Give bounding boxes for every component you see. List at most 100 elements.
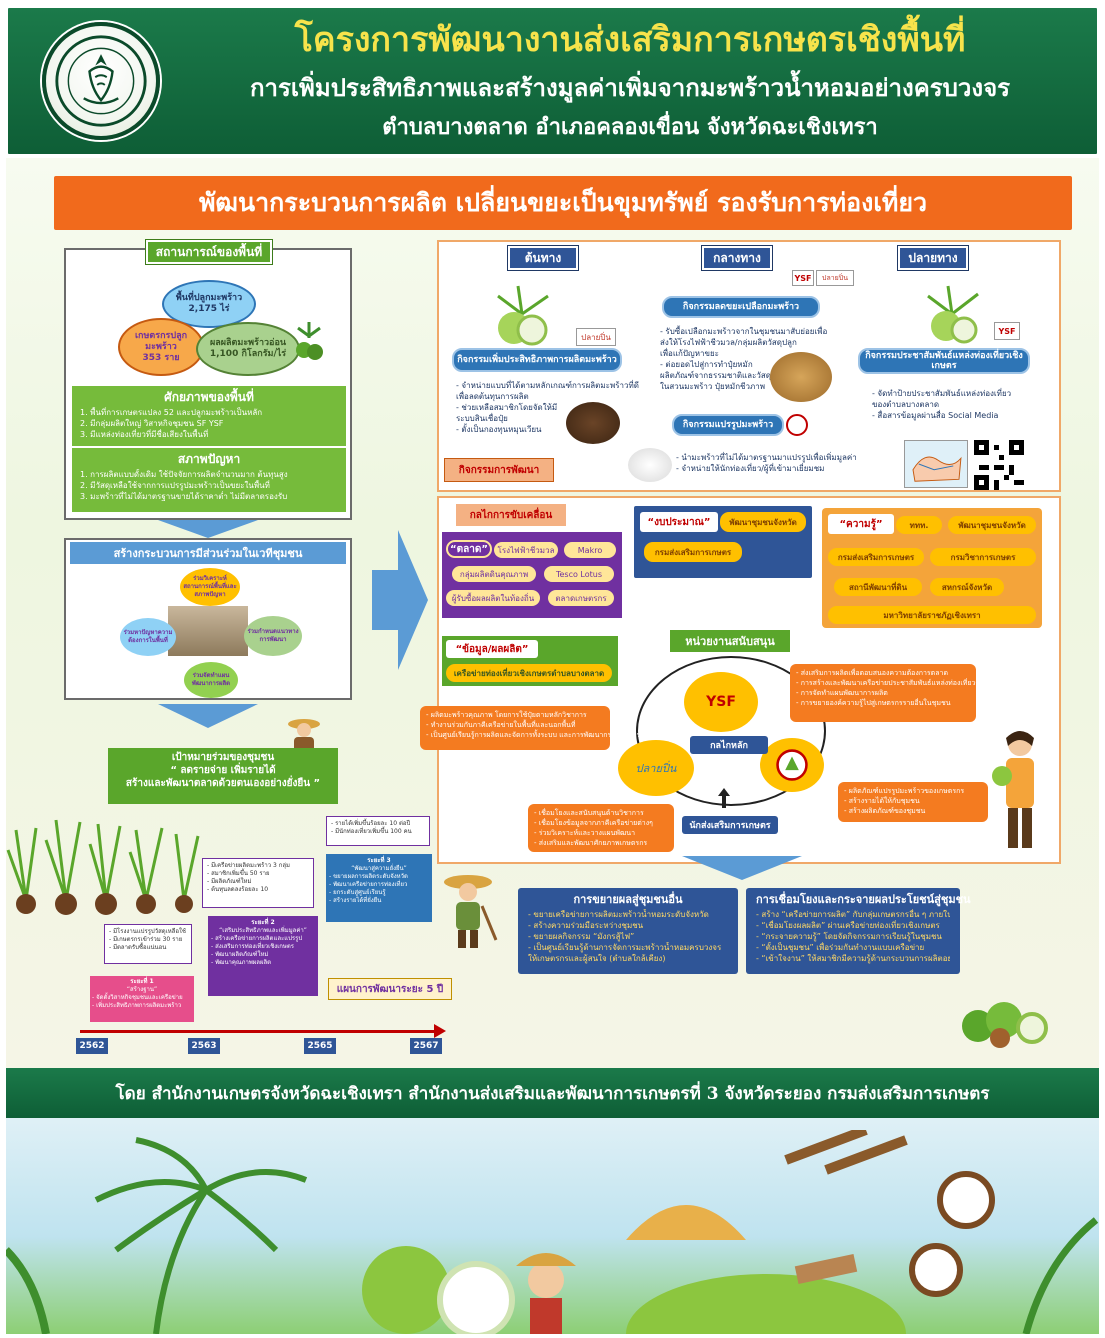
- potential-item: 2. มีกลุ่มผลิตใหญ่ วิสาหกิจชุมชน SF YSF: [80, 419, 224, 428]
- outcome-item: - สร้างความร่วมมือระหว่างชุมชน: [528, 921, 644, 930]
- phase-title: ระยะที่ 2: [251, 919, 275, 926]
- timeline-axis: [80, 1030, 440, 1033]
- arrow-right-icon: [372, 530, 428, 670]
- target-line: - มีเกษตรกรเข้าร่วม 30 ราย: [109, 936, 183, 943]
- plan-label: แผนการพัฒนาระยะ 5 ปี: [328, 978, 452, 1000]
- detail-line: ส่งให้โรงไฟฟ้าชีวมวล/กลุ่มผลิตวัสดุปลูก: [660, 338, 797, 347]
- participation-node: ร่วมวิเคราะห์ สถานการณ์พื้นที่และสภาพปัญ…: [180, 568, 240, 606]
- coconut-icon: [488, 284, 556, 346]
- detail-line: - สื่อสารข้อมูลผ่านสื่อ Social Media: [872, 411, 999, 420]
- participation-label: สร้างกระบวนการมีส่วนร่วมในเวทีชุมชน: [70, 542, 346, 564]
- detail-line: - จำหน่ายให้นักท่องเที่ยว/ผู้ที่เข้ามาเย…: [676, 464, 825, 473]
- target-line: - มีตลาดรับซื้อแน่นอน: [109, 944, 167, 951]
- arrow-down-icon: [682, 856, 802, 880]
- plaipin-logo: ปลายปิ่น: [576, 328, 616, 346]
- detail-line: เพื่อแก้ปัญหาขยะ: [660, 349, 719, 358]
- market-item: โรงไฟฟ้าชีวมวล: [494, 542, 558, 558]
- product-image: [628, 448, 672, 482]
- phase-1: ระยะที่ 1 “สร้างฐาน” - จัดตั้งวิสาหกิจชุ…: [90, 976, 194, 1022]
- info-title: “ข้อมูล/ผลผลิต”: [446, 640, 538, 658]
- plaipin-logo: ปลายปิ่น: [816, 270, 854, 286]
- arrow-down-icon: [158, 520, 258, 538]
- market-title: “ตลาด”: [446, 540, 492, 558]
- note-line: - เชื่อมโยงและสนับสนุนด้านวิชาการ: [534, 809, 644, 817]
- detail-line: - จัดทำป้ายประชาสัมพันธ์แหล่งท่องเที่ยว: [872, 389, 1012, 398]
- note-line: - การสร้างและพัฒนาเครือข่ายประชาสัมพันธ์…: [796, 679, 1007, 687]
- market-item: Makro: [564, 542, 616, 558]
- phase-item: - ยกระดับสู่ศูนย์เรียนรู้: [329, 889, 386, 896]
- ysf-logo: YSF: [994, 322, 1020, 340]
- target-line: - สมาชิกเพิ่มขึ้น 50 ราย: [207, 870, 270, 877]
- outcome-item: - “ตั้งเป็นชุมชน” เพื่อร่วมกันทำงานแบบเค…: [756, 943, 925, 952]
- knowledge-item: กรมวิชาการเกษตร: [930, 548, 1036, 566]
- extension-officer-label: นักส่งเสริมการเกษตร: [682, 816, 778, 834]
- market-item: ผู้รับซื้อผลผลิตในท้องถิ่น: [446, 590, 540, 606]
- page-title: โครงการพัฒนางานส่งเสริมการเกษตรเชิงพื้นท…: [294, 20, 966, 60]
- phase-item: - จัดตั้งวิสาหกิจชุมชนและเครือข่าย: [92, 994, 183, 1001]
- phase-item: - สร้างรายได้ที่ยั่งยืน: [329, 897, 382, 904]
- outcome-item: - “เชื่อมโยงผลผลิต” ผ่านเครือข่ายท่องเที…: [756, 921, 940, 930]
- qr-code-icon: [974, 440, 1024, 490]
- outcome-item: ให้เกษตรกรและผู้สนใจ (ตำบลใกล้เคียง): [528, 954, 666, 963]
- detail-line: - รับซื้อเปลือกมะพร้าวจากในชุมชนมาสับย่อ…: [660, 327, 828, 336]
- timeline-year: 2565: [304, 1038, 336, 1054]
- knowledge-title: “ความรู้”: [828, 514, 894, 534]
- mechanism-ring: [636, 656, 826, 806]
- note-line: - เป็นศูนย์เรียนรู้การผลิตและจัดการทั้งร…: [426, 731, 654, 739]
- processing-activity: กิจกรรมแปรรูปมะพร้าว: [672, 414, 784, 436]
- timeline-arrowhead: [434, 1024, 446, 1038]
- fertilizer-image: [566, 402, 620, 444]
- knowledge-item: สถานีพัฒนาที่ดิน: [834, 578, 922, 596]
- waste-activity: กิจกรรมลดขยะเปลือกมะพร้าว: [662, 296, 820, 318]
- page-subtitle: การเพิ่มประสิทธิภาพและสร้างมูลค่าเพิ่มจา…: [249, 73, 1011, 102]
- phase-item: - พัฒนาเครือข่ายการท่องเที่ยว: [329, 881, 408, 888]
- note-line: - สร้างผลิตภัณฑ์ของชุมชน: [844, 807, 926, 815]
- outcome-distribution: การเชื่อมโยงและกระจายผลประโยชน์สู่ชุมชน …: [746, 888, 971, 974]
- situation-label: สถานการณ์ของพื้นที่: [146, 240, 272, 264]
- palm-tree-icon: [6, 800, 204, 918]
- detail-line: ในสวนมะพร้าว ปุ๋ยหมักชีวภาพ: [660, 382, 766, 391]
- community-goal: เป้าหมายร่วมของชุมชน “ ลดรายจ่าย เพิ่มรา…: [108, 748, 338, 804]
- coir-image: [770, 352, 832, 402]
- outcome-item: - ขยายผลกิจกรรม “มังกรสู้ไฟ”: [528, 932, 635, 941]
- page-location: ตำบลบางตลาด อำเภอคลองเขื่อน จังหวัดฉะเชิ…: [382, 114, 878, 140]
- yield-bubble: ผลผลิตมะพร้าวอ่อน 1,100 กิโลกรัม/ไร่: [196, 322, 300, 376]
- problems-panel: สภาพปัญหา 1. การผลิตแบบดั้งเดิม ใช้ปัจจั…: [72, 448, 346, 512]
- info-item: เครือข่ายท่องเที่ยวเชิงเกษตรตำบลบางตลาด: [446, 664, 612, 682]
- detail-line: - ช่วยเหลือสมาชิกโดยจัดให้มี: [456, 403, 558, 412]
- market-item: ตลาดเกษตรกร: [548, 590, 614, 606]
- farmer-icon: [438, 870, 500, 950]
- phase-item: - พัฒนาผลิตภัณฑ์ใหม่: [211, 951, 269, 958]
- goal-title: เป้าหมายร่วมของชุมชน: [171, 752, 275, 763]
- meeting-photo: [166, 604, 250, 658]
- upstream-activity: กิจกรรมเพิ่มประสิทธิภาพการผลิตมะพร้าว: [452, 348, 622, 372]
- farmer-woman-icon: [990, 724, 1048, 858]
- main-banner: พัฒนากระบวนการผลิต เปลี่ยนขยะเป็นขุมทรัพ…: [54, 176, 1072, 230]
- knowledge-item: ททท.: [896, 516, 942, 534]
- yield-title: ผลผลิตมะพร้าวอ่อน: [209, 338, 287, 348]
- upstream-details: - จำหน่ายแบบที่ได้ตามหลักเกณฑ์การผลิตมะพ…: [456, 380, 644, 450]
- participation-node: ร่วมกำหนดแนวทางการพัฒนา: [244, 616, 302, 656]
- stage-midstream: กลางทาง: [702, 246, 772, 270]
- map-icon: [904, 440, 968, 488]
- note-line: - ทำงานร่วมกับภาคีเครือข่ายในพื้นที่และน…: [426, 721, 576, 729]
- timeline-year: 2563: [188, 1038, 220, 1054]
- potential-item: 3. มีแหล่งท่องเที่ยวที่มีชื่อเสียงในพื้น…: [80, 430, 209, 439]
- phase-subtitle: “เสริมประสิทธิภาพและเพิ่มมูลค่า”: [219, 927, 307, 934]
- plaipin-notes: - ผลิตมะพร้าวคุณภาพ โดยการใช้ปุ๋ยตามหลัก…: [420, 706, 654, 750]
- dev-activity-label: กิจกรรมการพัฒนา: [444, 458, 554, 482]
- problem-item: 3. มะพร้าวที่ไม่ได้มาตรฐานขายได้ราคาต่ำ …: [80, 492, 288, 501]
- target-line: - ต้นทุนลดลงร้อยละ 10: [207, 886, 269, 893]
- outcome-title: การขยายผลสู่ชุมชนอื่น: [573, 893, 683, 906]
- problem-item: 1. การผลิตแบบดั้งเดิม ใช้ปัจจัยการผลิตจำ…: [80, 470, 288, 479]
- seal-icon: [42, 22, 160, 140]
- ysf-notes: - ส่งเสริมการผลิตเพื่อตอบสนองความต้องการ…: [790, 664, 1007, 722]
- stage-upstream: ต้นทาง: [508, 246, 578, 270]
- outcome-item: - เป็นศูนย์เรียนรู้ด้านการจัดการมะพร้าวน…: [528, 943, 722, 952]
- core-label: กลไกหลัก: [690, 736, 768, 754]
- target-line: - มีโรงงานแปรรูปวัสดุเหลือใช้: [109, 928, 186, 935]
- phase-3: ระยะที่ 3 “พัฒนาสู่ความยั่งยืน” - ขยายผล…: [326, 854, 432, 922]
- phase-item: - เพิ่มประสิทธิภาพการผลิตมะพร้าว: [92, 1002, 182, 1009]
- processing-details: - นำมะพร้าวที่ไม่ได้มาตรฐานมาแปรรูปเพื่อ…: [676, 452, 876, 478]
